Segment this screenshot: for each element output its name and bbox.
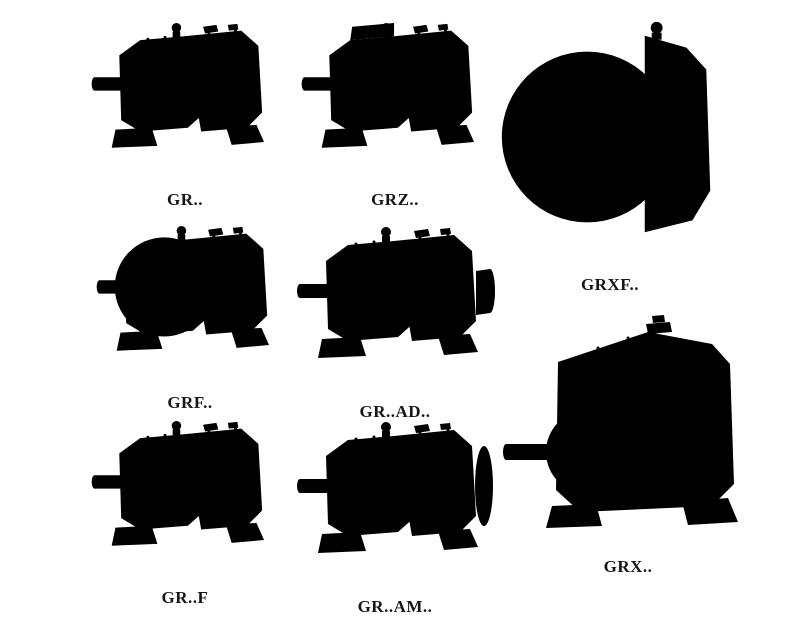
figure-grxf: GRXF.. [495,0,725,295]
gearbox-drawing-grad [290,205,500,395]
figure-label-gram: GR..AM.. [357,597,433,616]
gearbox-drawing-grx [503,315,738,528]
figure-gr: GR.. [85,2,285,210]
figure-grad: GR..AD.. [290,205,500,422]
figure-label-grx: GRX.. [603,557,653,576]
figure-label-grf: GRF.. [167,393,213,412]
figure-grx: GRX.. [498,300,758,577]
figure-label-grxf: GRXF.. [580,275,640,294]
figure-label-gr: GR.. [167,190,203,209]
figure-gram: GR..AM.. [290,400,500,617]
figure-grf: GRF.. [90,205,290,413]
figure-label-grz: GRZ.. [371,190,419,209]
gearbox-drawing-gram [290,400,500,590]
gearbox-drawing-grf-foot [85,400,285,581]
figure-grz: GRZ.. [295,2,495,210]
gearbox-drawing-grz [295,2,495,183]
gearbox-drawing-grf [90,205,290,386]
catalog-sheet: GR.. GRZ.. GRXF.. GRF.. GR..AD.. GRX.. G… [0,0,758,616]
figure-grf-foot: GR..F [85,400,285,608]
figure-label-grf-foot: GR..F [161,588,209,607]
figure-label-grad: GR..AD.. [359,402,431,421]
gearbox-drawing-gr [85,2,285,183]
gearbox-drawing-grxf [501,21,711,233]
